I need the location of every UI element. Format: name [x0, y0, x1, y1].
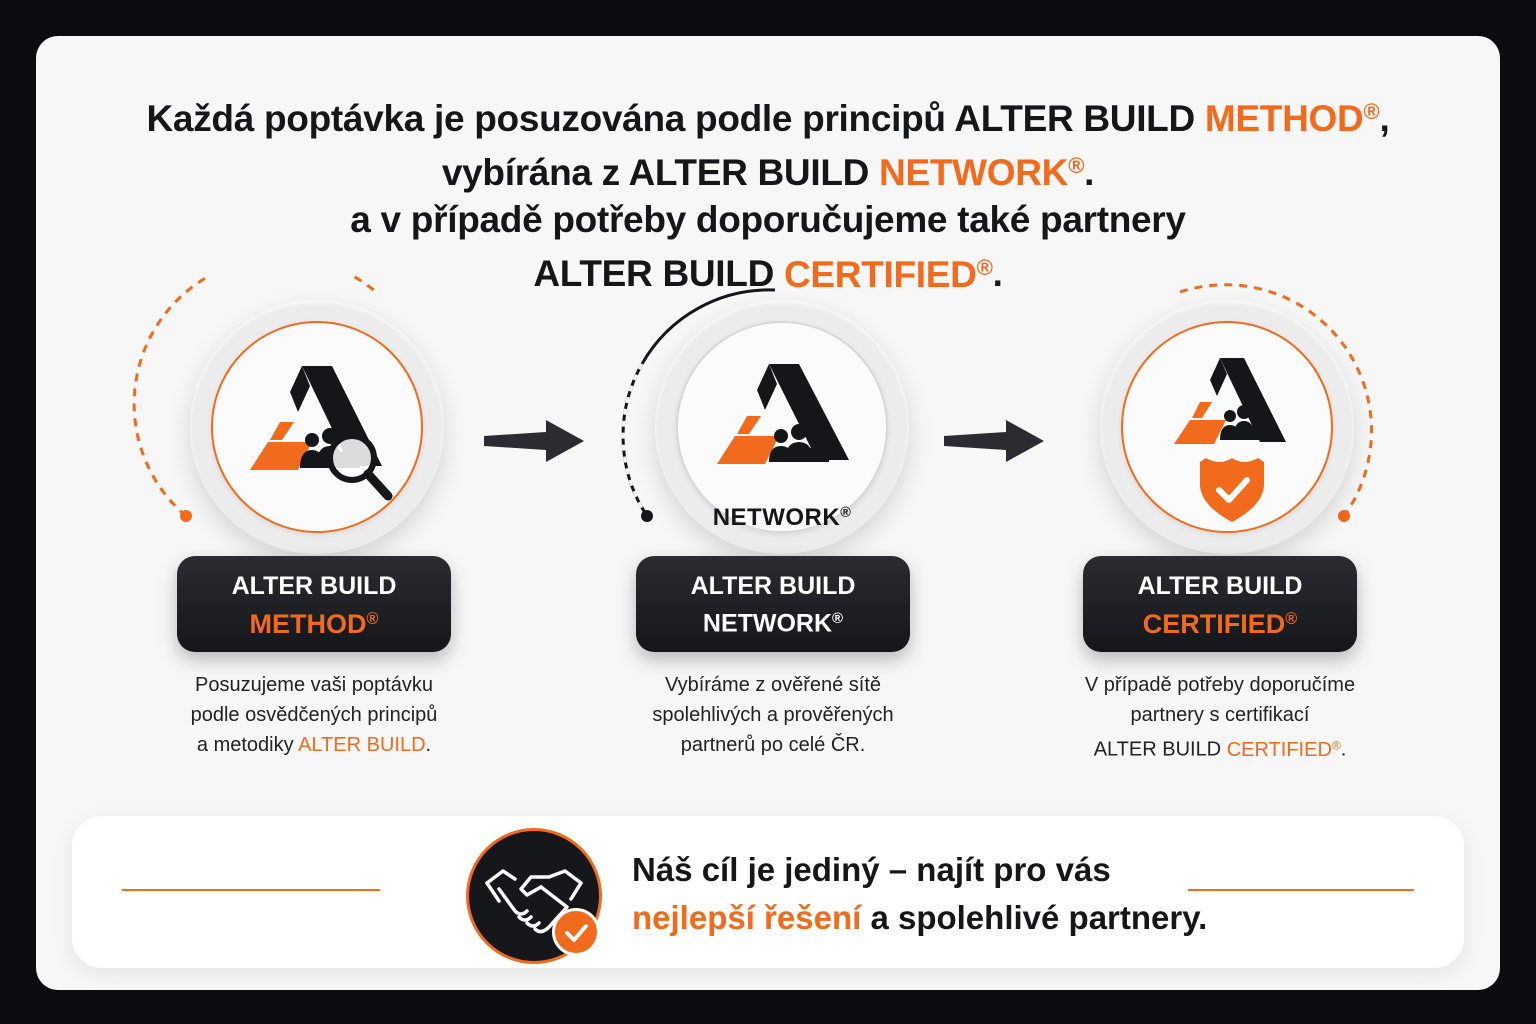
step-network: NETWORK® ALTER BUILD NETWORK® Vybíráme z… [563, 36, 983, 990]
method-highlight: METHOD® [1204, 98, 1380, 140]
check-icon [565, 924, 588, 942]
method-pill: ALTER BUILD METHOD® [177, 556, 451, 652]
step-method: ALTER BUILD METHOD® Posuzujeme vaši popt… [104, 36, 524, 990]
shield-check-icon [1200, 458, 1264, 522]
headline: Každá poptávka je posuzována podle princ… [36, 88, 1500, 298]
step-certified: ALTER BUILD CERTIFIED® V případě potřeby… [1010, 36, 1430, 990]
network-disc-inner [676, 321, 888, 533]
method-logo [250, 366, 393, 501]
certified-pill-label: CERTIFIED® [1142, 608, 1298, 639]
handshake-icon [485, 869, 583, 934]
network-badge: NETWORK® [563, 276, 983, 566]
people-icon [769, 424, 829, 462]
network-badge-word: NETWORK® [712, 504, 852, 531]
alter-logo-icon [717, 364, 849, 464]
footer-rule-right [1188, 889, 1414, 891]
headline-line-3: a v případě potřeby doporučujeme také pa… [350, 199, 1186, 241]
people-icon [1220, 405, 1268, 440]
network-arc [621, 288, 776, 522]
footer-banner: Náš cíl je jediný – najít pro vás nejlep… [72, 816, 1464, 968]
certified-description: V případě potřeby doporučíme partnery s … [1084, 674, 1356, 761]
headline-line-1: Každá poptávka je posuzována podle princ… [146, 98, 1390, 140]
check-badge [552, 908, 600, 956]
certified-pill: ALTER BUILD CERTIFIED® [1083, 556, 1357, 652]
arrow-right-icon [484, 420, 584, 462]
headline-line-4: ALTER BUILD CERTIFIED®. [533, 253, 1003, 295]
network-pill: ALTER BUILD NETWORK® [636, 556, 910, 652]
certified-dashed-arc [1179, 283, 1373, 522]
headline-line-2: vybírána z ALTER BUILD NETWORK®. [441, 152, 1095, 194]
method-pill-label: METHOD® [249, 608, 379, 639]
network-logo [717, 364, 849, 464]
certified-badge [1010, 276, 1430, 566]
footer-rule-left [122, 889, 380, 891]
magnifier-icon [327, 433, 393, 501]
main-card: Každá poptávka je posuzována podle princ… [36, 36, 1500, 990]
network-description: Vybíráme z ověřené sítě spolehlivých a p… [652, 674, 894, 756]
alter-logo-icon [1174, 358, 1286, 444]
footer-message: Náš cíl je jediný – najít pro vás nejlep… [632, 851, 1208, 936]
network-highlight: NETWORK® [879, 152, 1085, 194]
network-pill-label: NETWORK® [702, 609, 844, 638]
certified-highlight: CERTIFIED® [783, 253, 993, 295]
method-description: Posuzujeme vaši poptávku podle osvědčený… [190, 674, 438, 756]
arrow-right-icon [944, 420, 1044, 462]
method-dashed-arc [132, 276, 377, 522]
method-badge [104, 276, 524, 566]
certified-logo [1174, 358, 1286, 522]
